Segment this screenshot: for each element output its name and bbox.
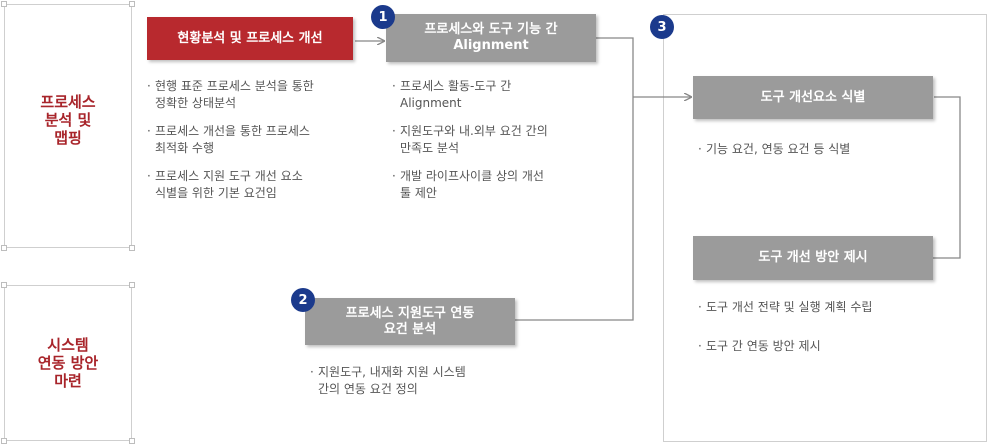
corner-marker [1,1,7,7]
bullets-analysis: 현행 표준 프로세스 분석을 통한 정확한 상태분석 프로세스 개선을 통한 프… [147,78,362,213]
list-item: 기능 요건, 연동 요건 등 식별 [698,141,938,158]
side-label-integration: 시스템 연동 방안 마련 [37,336,99,390]
side-panel-integration: 시스템 연동 방안 마련 [4,285,132,441]
connector-support [515,97,634,321]
corner-marker [129,438,135,444]
corner-marker [1,282,7,288]
bullets-support: 지원도구, 내재화 지원 시스템 간의 연동 요건 정의 [310,364,525,409]
corner-marker [129,282,135,288]
box-support-tools: 프로세스 지원도구 연동 요건 분석 [305,298,515,345]
bullets-identify: 기능 요건, 연동 요건 등 식별 [698,141,938,169]
box-alignment: 프로세스와 도구 기능 간 Alignment [386,14,596,62]
bullets-proposal: 도구 개선 전략 및 실행 계획 수립 도구 간 연동 방안 제시 [698,299,948,366]
list-item: 개발 라이프사이클 상의 개선 툴 제안 [392,168,607,202]
list-item: 프로세스 개선을 통한 프로세스 최적화 수행 [147,123,362,157]
list-item: 지원도구와 내.외부 요건 간의 만족도 분석 [392,123,607,157]
list-item: 지원도구, 내재화 지원 시스템 간의 연동 요건 정의 [310,364,525,398]
arrow-identify-to-proposal [922,96,961,258]
side-label-analysis: 프로세스 분석 및 맵핑 [40,93,96,147]
box-identify-improvements: 도구 개선요소 식별 [693,76,933,119]
list-item: 현행 표준 프로세스 분석을 통한 정확한 상태분석 [147,78,362,112]
corner-marker [129,1,135,7]
box-improvement-proposal: 도구 개선 방안 제시 [693,236,933,280]
box-current-analysis: 현황분석 및 프로세스 개선 [147,17,353,60]
list-item: 도구 간 연동 방안 제시 [698,338,948,355]
step-badge-3: 3 [650,15,674,39]
connector-alignment [596,37,634,97]
corner-marker [1,438,7,444]
corner-marker [129,245,135,251]
step-badge-1: 1 [371,5,395,29]
list-item: 프로세스 지원 도구 개선 요소 식별을 위한 기본 요건임 [147,168,362,202]
corner-marker [1,245,7,251]
list-item: 도구 개선 전략 및 실행 계획 수립 [698,299,948,316]
bullets-alignment: 프로세스 활동-도구 간 Alignment 지원도구와 내.외부 요건 간의 … [392,78,607,213]
step-badge-2: 2 [291,288,315,312]
side-panel-analysis: 프로세스 분석 및 맵핑 [4,4,132,248]
result-panel [663,14,987,442]
list-item: 프로세스 활동-도구 간 Alignment [392,78,607,112]
